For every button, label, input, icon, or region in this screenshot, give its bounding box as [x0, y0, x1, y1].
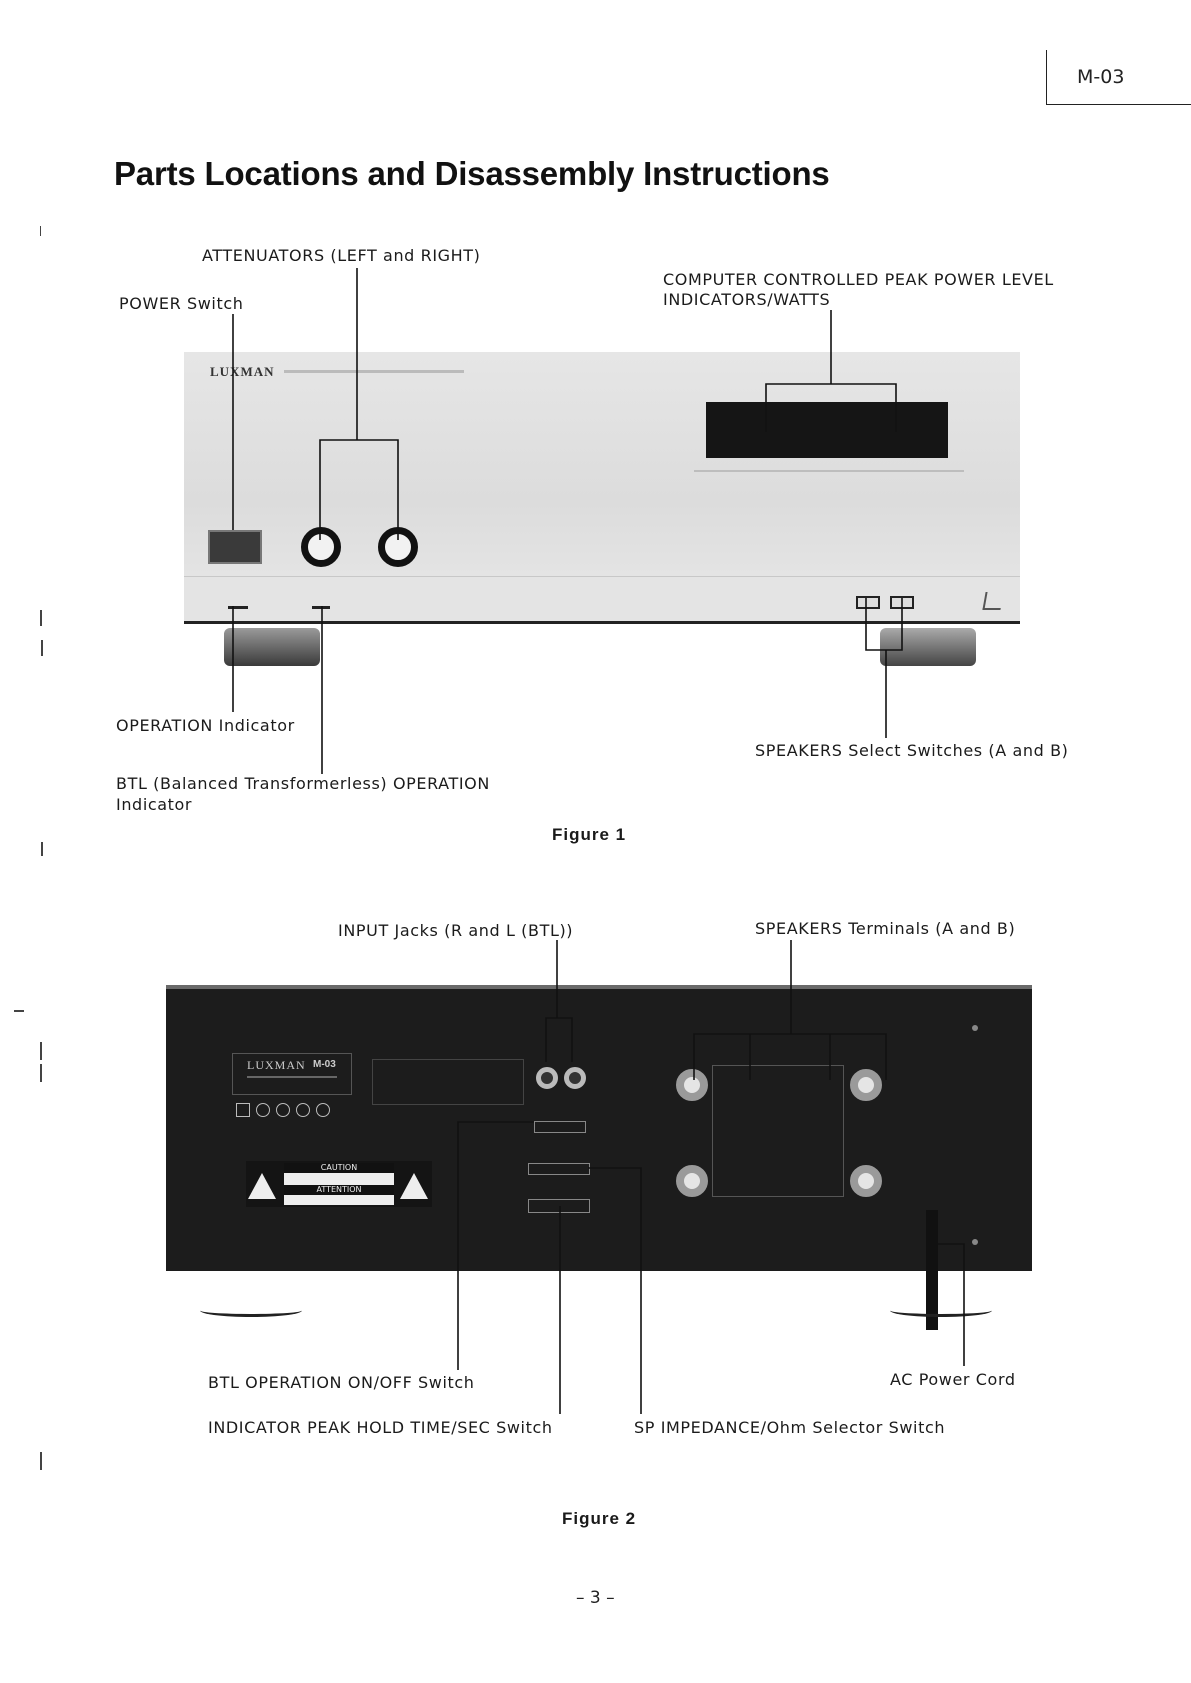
speaker-terminal-b-plus[interactable] [676, 1165, 708, 1197]
btl-switch[interactable] [534, 1121, 586, 1133]
margin-mark [40, 226, 41, 236]
rear-panel: LUXMAN M-03 CAUTION ATTENTION [166, 985, 1032, 1271]
label-speakers-terminals: SPEAKERS Terminals (A and B) [755, 919, 1016, 938]
label-power-switch: POWER Switch [119, 294, 244, 313]
model-code: M-03 [1077, 66, 1125, 88]
rear-model-badge: M-03 [313, 1059, 336, 1070]
front-panel-sill [184, 576, 1020, 624]
speaker-terminal-a-plus[interactable] [676, 1069, 708, 1101]
btl-indicator-led [312, 606, 330, 609]
rear-foot-left [200, 1304, 302, 1317]
label-ac-cord: AC Power Cord [890, 1370, 1016, 1389]
label-btl-indicator-line2: Indicator [116, 795, 193, 814]
margin-mark [41, 640, 43, 656]
attenuator-knob-left[interactable] [301, 527, 341, 567]
display-legend-strip [694, 470, 964, 472]
rear-foot-right [890, 1304, 992, 1317]
warning-triangle-icon-left [248, 1173, 276, 1199]
label-btl-switch: BTL OPERATION ON∕OFF Switch [208, 1373, 475, 1392]
front-panel: LUXMAN [184, 352, 1020, 624]
certification-marks [236, 1103, 346, 1117]
brand-logo: LUXMAN [210, 364, 275, 379]
page-title: Parts Locations and Disassembly Instruct… [114, 155, 830, 192]
label-peak-hold: INDICATOR PEAK HOLD TIME∕SEC Switch [208, 1418, 553, 1437]
rear-brand-subline [247, 1076, 337, 1078]
header-box: M-03 [1046, 50, 1191, 105]
page-number: – 3 – [576, 1588, 615, 1608]
label-operation-indicator: OPERATION Indicator [116, 716, 295, 735]
sp-impedance-switch[interactable] [528, 1163, 590, 1175]
input-jack-l[interactable] [564, 1067, 586, 1089]
rear-brand-logo: LUXMAN [247, 1058, 306, 1072]
ac-power-cord [926, 1210, 938, 1330]
operation-indicator-led [228, 606, 248, 609]
label-speakers-select: SPEAKERS Select Switches (A and B) [755, 741, 1069, 760]
attention-text: ATTENTION [284, 1185, 394, 1195]
figure2-caption: Figure 2 [562, 1509, 637, 1528]
label-sp-impedance: SP IMPEDANCE∕Ohm Selector Switch [634, 1418, 946, 1437]
margin-mark [41, 842, 43, 856]
label-peak-indicators-line2: INDICATORS∕WATTS [663, 290, 831, 309]
margin-mark [40, 1064, 42, 1082]
margin-mark [40, 610, 42, 626]
figure1-caption: Figure 1 [552, 825, 627, 844]
front-foot-left [224, 628, 320, 666]
speakers-select-a[interactable] [856, 596, 880, 609]
label-peak-indicators-line1: COMPUTER CONTROLLED PEAK POWER LEVEL [663, 270, 1054, 289]
margin-mark [40, 1452, 42, 1470]
label-attenuators: ATTENUATORS (LEFT and RIGHT) [202, 246, 481, 265]
input-jack-r[interactable] [536, 1067, 558, 1089]
margin-mark [14, 1010, 24, 1012]
brand-subtitle-line [284, 370, 464, 373]
spec-label [372, 1059, 524, 1105]
speaker-terminal-block [712, 1065, 844, 1197]
speaker-terminal-b-minus[interactable] [850, 1165, 882, 1197]
label-btl-indicator-line1: BTL (Balanced Transformerless) OPERATION [116, 774, 490, 793]
warning-triangle-icon-right [400, 1173, 428, 1199]
margin-mark [40, 1042, 42, 1060]
peak-hold-switch[interactable] [528, 1199, 590, 1213]
front-foot-right [880, 628, 976, 666]
power-switch[interactable] [208, 530, 262, 564]
caution-text: CAUTION [284, 1163, 394, 1173]
warning-panel: CAUTION ATTENTION [246, 1161, 432, 1207]
speaker-terminal-a-minus[interactable] [850, 1069, 882, 1101]
rear-brand-block: LUXMAN M-03 [232, 1053, 352, 1095]
rear-screw [972, 1239, 978, 1245]
rear-screw [972, 1025, 978, 1031]
peak-power-display [706, 402, 948, 458]
warning-label-block: CAUTION ATTENTION [284, 1163, 394, 1205]
label-input-jacks: INPUT Jacks (R and L (BTL)) [338, 921, 574, 940]
